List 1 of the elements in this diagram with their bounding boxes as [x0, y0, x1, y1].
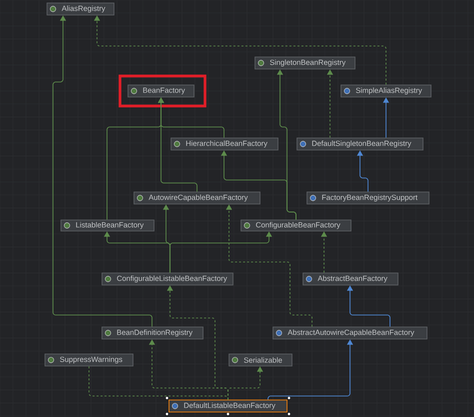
connector-line [88, 366, 228, 400]
